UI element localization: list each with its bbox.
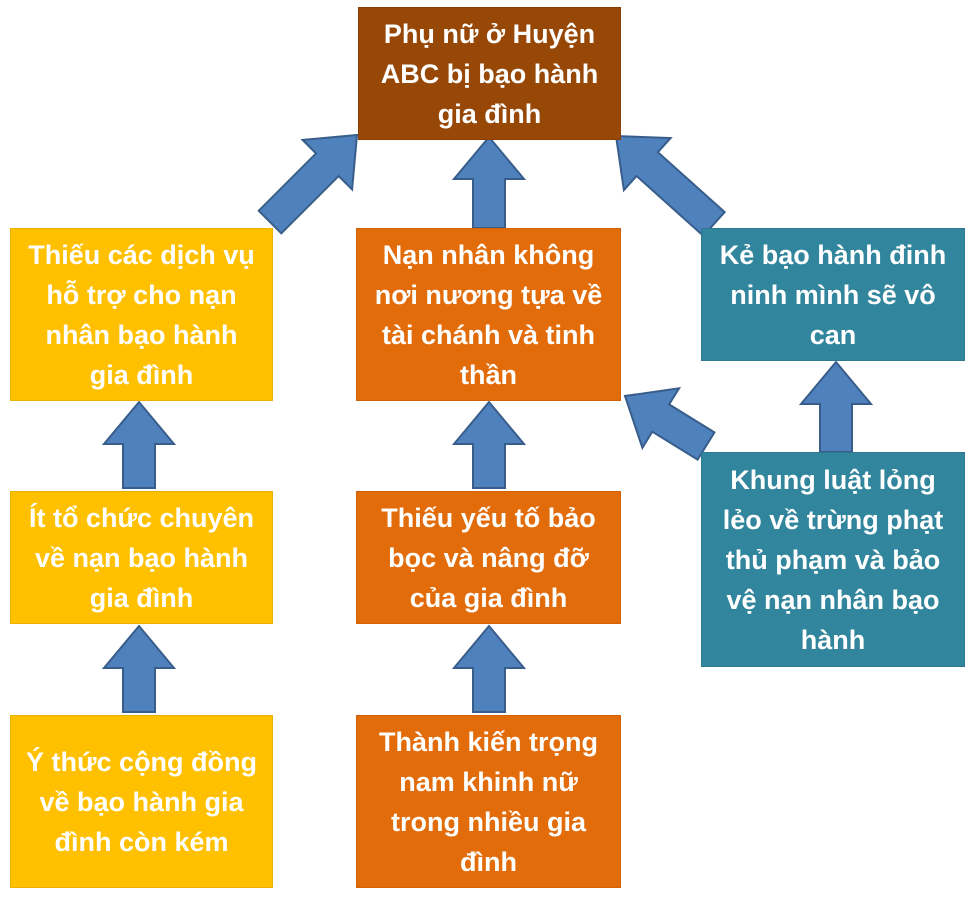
arrow-awareness-to-orgs bbox=[101, 624, 177, 713]
root-problem-box: Phụ nữ ở Huyện ABC bị bạo hành gia đình bbox=[358, 7, 621, 140]
abuser-belief-label: Kẻ bạo hành đinh ninh mình sẽ vô can bbox=[719, 239, 947, 350]
root-problem-label: Phụ nữ ở Huyện ABC bị bạo hành gia đình bbox=[380, 18, 599, 129]
support-services-label: Thiếu các dịch vụ hỗ trợ cho nạn nhân bạ… bbox=[28, 239, 255, 390]
arrow-orgs-to-support bbox=[101, 400, 177, 489]
arrow-nosupport-to-root bbox=[451, 135, 527, 229]
family-protection-box: Thiếu yếu tố bảo bọc và nâng đỡ của gia … bbox=[356, 491, 621, 624]
community-awareness-box: Ý thức cộng đồng về bạo hành gia đình cò… bbox=[10, 715, 273, 888]
no-support-label: Nạn nhân không nơi nương tựa về tài chán… bbox=[374, 239, 603, 390]
support-services-box: Thiếu các dịch vụ hỗ trợ cho nạn nhân bạ… bbox=[10, 228, 273, 401]
arrow-abuser-to-root bbox=[614, 134, 727, 238]
gender-bias-box: Thành kiến trọng nam khinh nữ trong nhiề… bbox=[356, 715, 621, 888]
abuser-belief-box: Kẻ bạo hành đinh ninh mình sẽ vô can bbox=[701, 228, 965, 361]
arrow-family-to-nosupport bbox=[451, 400, 527, 489]
community-awareness-label: Ý thức cộng đồng về bạo hành gia đình cò… bbox=[25, 746, 258, 857]
arrow-law-to-abuser bbox=[798, 360, 874, 453]
arrow-bias-to-family bbox=[451, 624, 527, 713]
few-organizations-label: Ít tổ chức chuyên về nạn bạo hành gia đì… bbox=[28, 502, 255, 613]
gender-bias-label: Thành kiến trọng nam khinh nữ trong nhiề… bbox=[379, 726, 598, 877]
few-organizations-box: Ít tổ chức chuyên về nạn bạo hành gia đì… bbox=[10, 491, 273, 624]
arrow-law-to-nosupport bbox=[623, 387, 716, 461]
family-protection-label: Thiếu yếu tố bảo bọc và nâng đỡ của gia … bbox=[381, 502, 596, 613]
arrow-support-to-root bbox=[257, 133, 359, 235]
weak-law-box: Khung luật lỏng lẻo về trừng phạt thủ ph… bbox=[701, 452, 965, 667]
no-support-box: Nạn nhân không nơi nương tựa về tài chán… bbox=[356, 228, 621, 401]
weak-law-label: Khung luật lỏng lẻo về trừng phạt thủ ph… bbox=[722, 464, 944, 655]
